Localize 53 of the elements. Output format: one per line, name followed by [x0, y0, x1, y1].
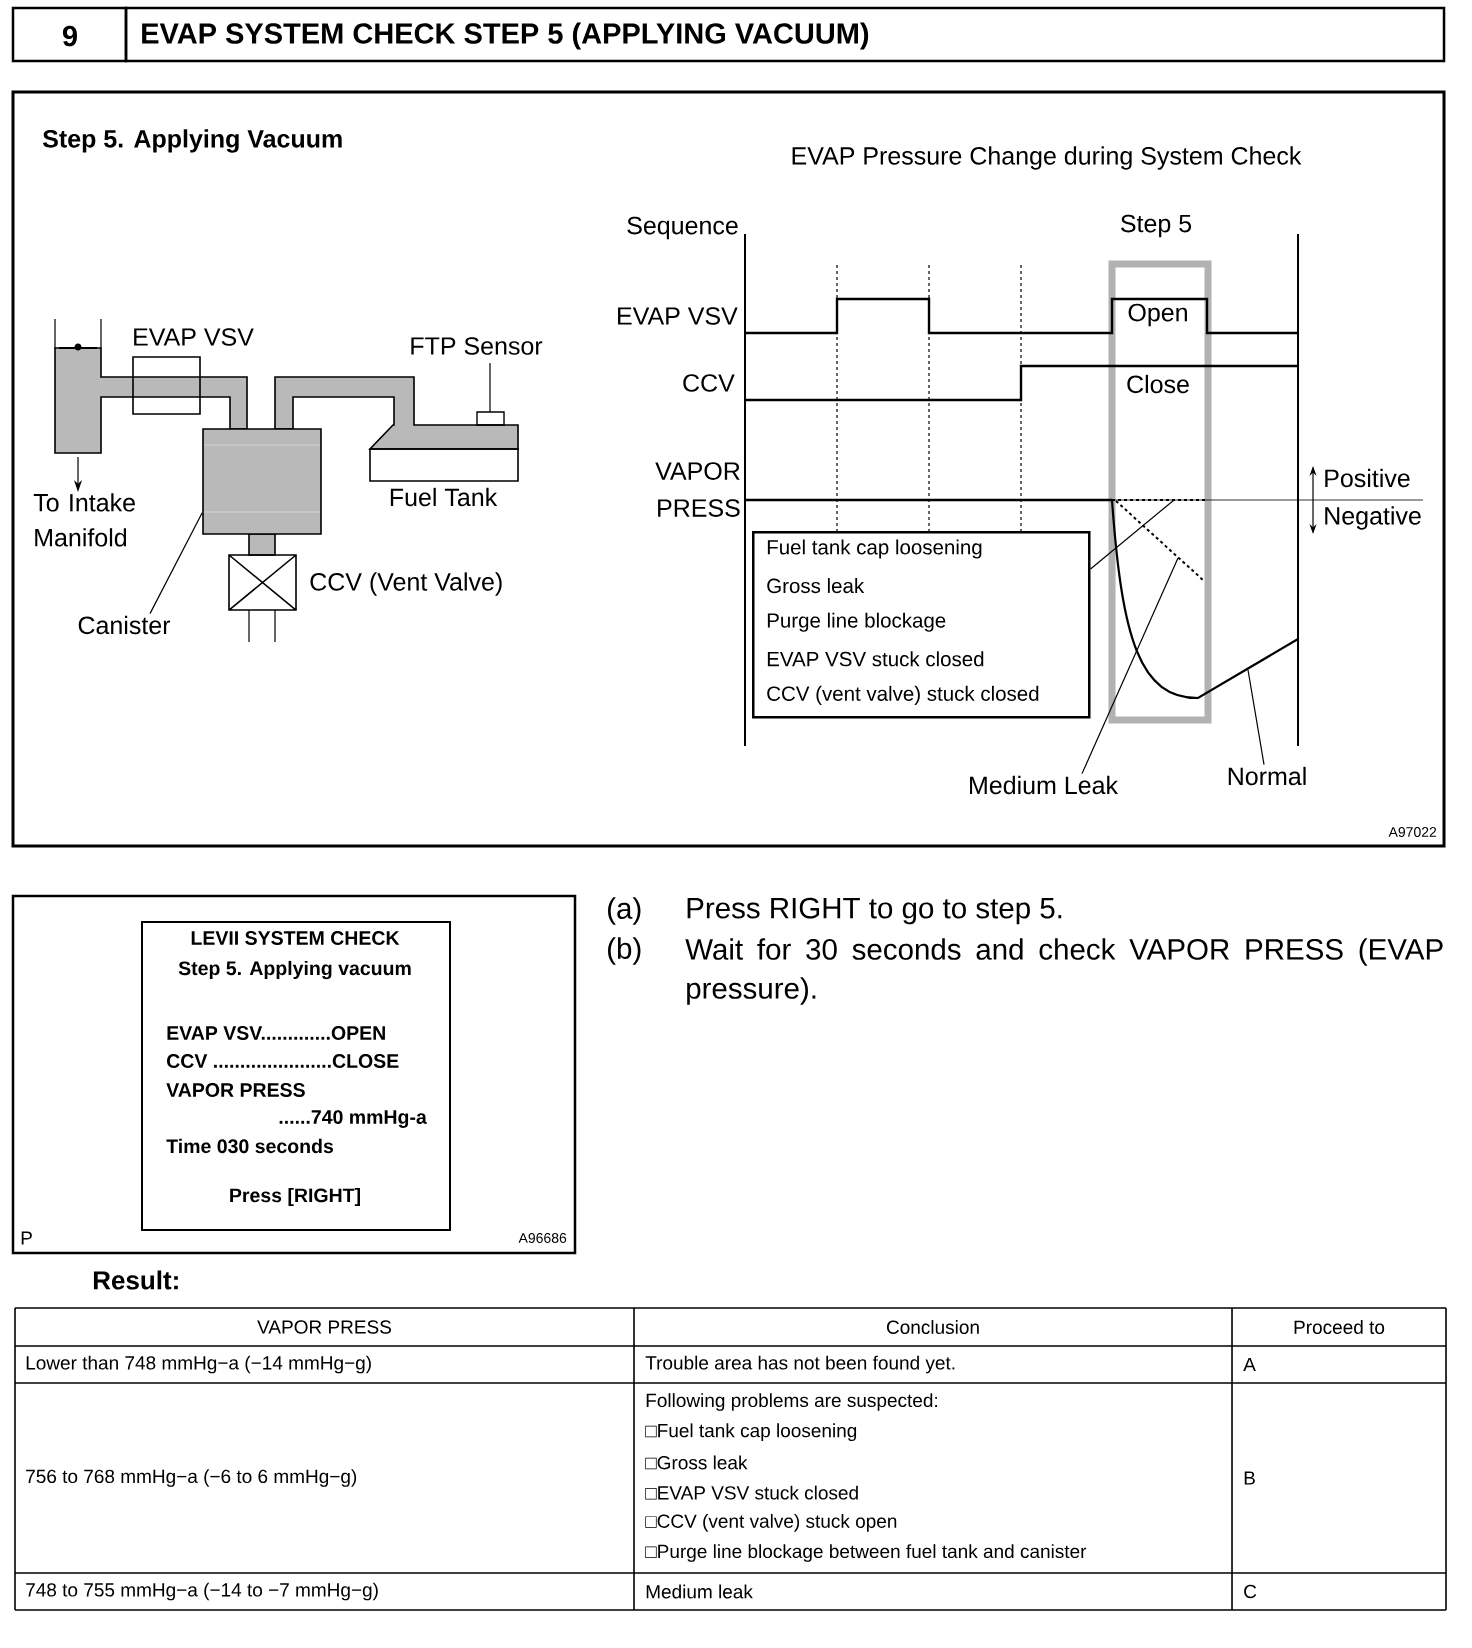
figure-code: A96686 [518, 1233, 567, 1243]
table-cell: Lower than 748 mmHg−a (−14 mmHg−g) [26, 1355, 371, 1374]
direction-label: Negative [1325, 506, 1421, 530]
table-header: Conclusion [886, 1320, 979, 1334]
curve-label: Medium Leak [970, 775, 1119, 795]
instruction-text: Press RIGHT to go to step 5. [687, 897, 1062, 925]
part-label: CCV (Vent Valve) [310, 572, 502, 596]
table-cell: 748 to 755 mmHg−a (−14 to −7 mmHg−g) [26, 1582, 378, 1601]
leader-line [1247, 669, 1265, 766]
canister-drawing [202, 428, 322, 535]
table-cell: Following problems are suspected: [646, 1393, 937, 1411]
part-label: EVAP VSV [134, 328, 254, 346]
figure-code: A97022 [1388, 827, 1437, 837]
table-header: Proceed to [1294, 1320, 1385, 1334]
table-cell: 756 to 768 mmHg−a (−6 to 6 mmHg−g) [26, 1469, 357, 1487]
table-cell: □Gross leak [645, 1455, 748, 1470]
leader-line [149, 512, 203, 615]
table-header: VAPOR PRESS [257, 1320, 391, 1334]
title-cell: EVAP SYSTEM CHECK STEP 5 (APPLYING VACUUM) [124, 6, 1446, 63]
part-label: FTP Sensor [411, 337, 543, 355]
table-cell: □Purge line blockage between fuel tank and canister [645, 1544, 1087, 1562]
step-label: Step 5 [1121, 214, 1192, 238]
part-label: To Intake Manifold [33, 493, 135, 547]
chart-title: EVAP Pressure Change during System Check [792, 146, 1302, 170]
table-cell: C [1244, 1584, 1257, 1599]
table-cell: □EVAP VSV stuck closed [645, 1485, 858, 1500]
section-heading: Step 5. Applying Vacuum [42, 129, 342, 153]
signal-label: VAPOR PRESS [655, 462, 740, 517]
table-cell: □Fuel tank cap loosening [645, 1423, 857, 1442]
list-marker: (b) [608, 937, 641, 965]
part-label: Fuel Tank [390, 487, 498, 507]
table-cell: A [1243, 1358, 1256, 1372]
table-cell: B [1244, 1471, 1255, 1485]
part-label: Canister [78, 615, 171, 635]
step-number-cell: 9 [11, 6, 128, 63]
signal-label: CCV [683, 374, 735, 392]
direction-label: Positive [1325, 468, 1410, 488]
table-cell: Trouble area has not been found yet. [645, 1355, 955, 1374]
figure-code: P [21, 1231, 32, 1245]
leader-line [1081, 557, 1179, 775]
screen-display: LEVII SYSTEM CHECK Step 5. Applying vacuum EVAP VSV.............OPEN CCV ......................CLOSE VAPOR PRESS ......740 mmHg-a Time 030 seconds Press [RIGHT] [141, 921, 451, 1231]
instruction-text: Wait for 30 seconds and check VAPOR PRESS (EVAP pressure). [685, 938, 1443, 1005]
curve-label: Normal [1228, 766, 1306, 786]
table-cell: Medium leak [646, 1584, 753, 1599]
axis-label: Sequence [627, 216, 738, 240]
section-heading: Result: [93, 1270, 178, 1290]
signal-label: EVAP VSV [618, 307, 738, 325]
fault-list-box: Fuel tank cap loosening Gross leak Purge line blockage EVAP VSV stuck closed CCV (vent valve) stuck closed [752, 531, 1091, 719]
state-label: Open [1128, 303, 1187, 327]
list-marker: (a) [608, 897, 641, 925]
table-cell: □CCV (vent valve) stuck open [645, 1513, 897, 1532]
pressure-curve [1110, 499, 1299, 700]
state-label: Close [1127, 374, 1189, 394]
